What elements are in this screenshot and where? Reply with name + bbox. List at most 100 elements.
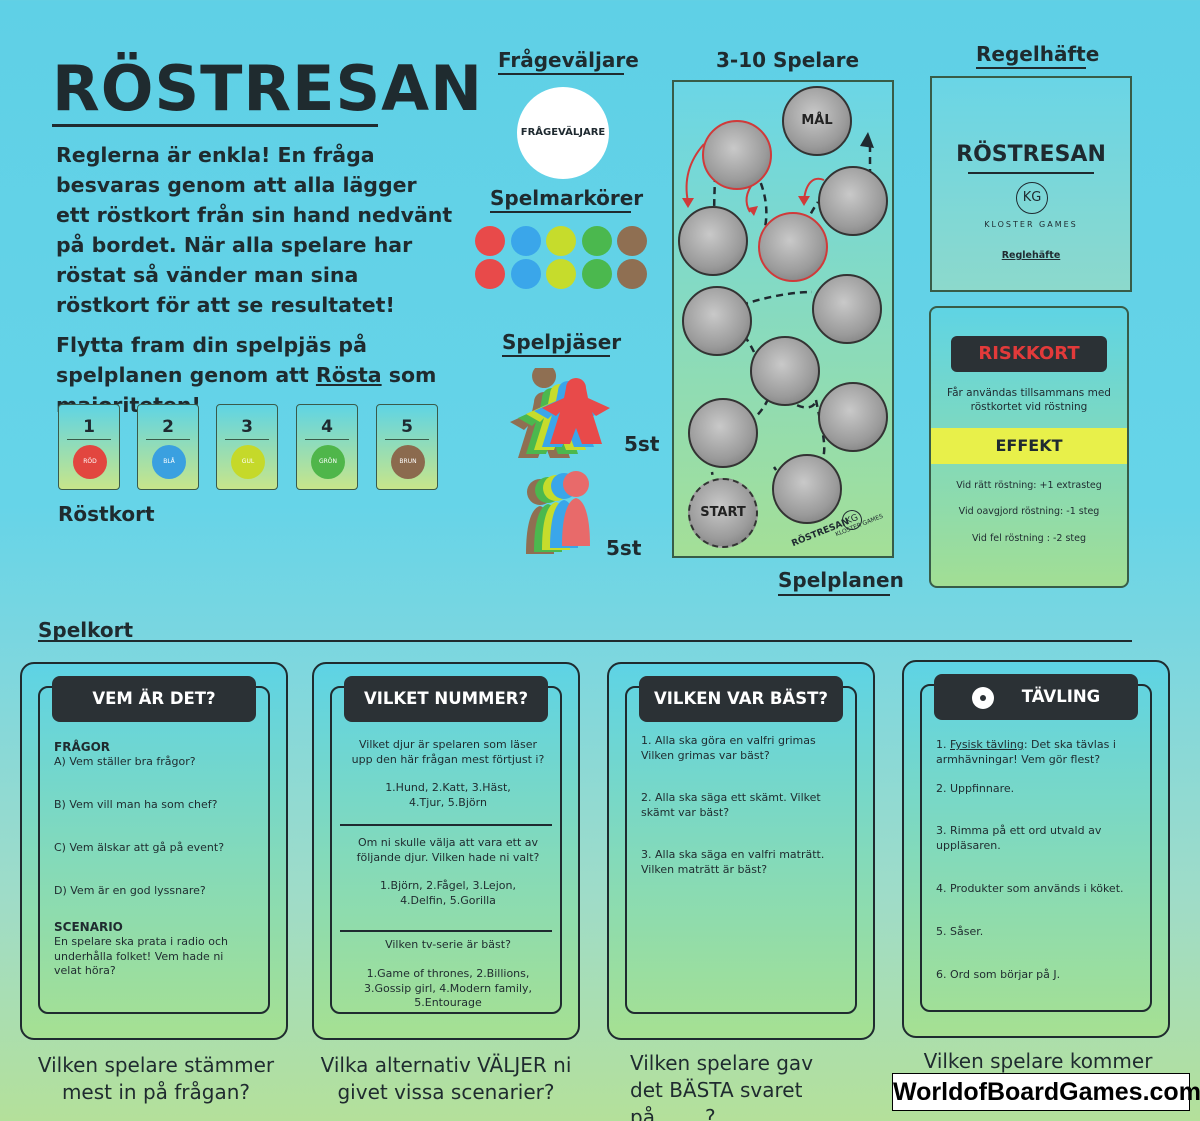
card-tab: TÄVLING <box>934 674 1138 720</box>
card-tab-label: TÄVLING <box>1021 687 1101 706</box>
risk-line: Vid fel röstning : -2 steg <box>971 533 1086 544</box>
marker-blue <box>511 259 541 289</box>
vote-card-dot: RÖD <box>73 445 107 479</box>
card-question: D) Vem är en god lyssnare? <box>54 884 206 897</box>
rulebook-subtitle: Reglehäfte <box>1001 250 1061 261</box>
vote-card-2: 2 BLÅ <box>137 404 199 490</box>
publisher-logo-icon: KG <box>1016 182 1048 214</box>
marker-brown <box>617 259 647 289</box>
board-space <box>682 286 752 356</box>
vote-card-3: 3 GUL <box>216 404 278 490</box>
pawn-count: 5st <box>606 536 642 560</box>
site-watermark: WorldofBoardGames.com <box>892 1073 1200 1111</box>
question-selector-token: FRÅGEVÄLJARE <box>517 87 609 179</box>
card-options: 1.Hund, 2.Katt, 3.Häst, 4.Tjur, 5.Björn <box>385 781 511 809</box>
board-space <box>688 398 758 468</box>
card-caption: Vilka alternativ VÄLJER ni givet vissa s… <box>320 1053 572 1104</box>
card-question: 1. Alla ska göra en valfri grimas Vilken… <box>641 734 816 762</box>
vote-card-number: 5 <box>401 417 413 437</box>
vote-card-dot: BLÅ <box>152 445 186 479</box>
timer-icon <box>971 686 994 709</box>
card-question: C) Vem älskar att gå på event? <box>54 841 225 854</box>
vote-card-number: 1 <box>83 417 95 437</box>
vote-card-1: 1 RÖD <box>58 404 120 490</box>
board-space <box>772 454 842 524</box>
vote-card-4: 4 GRÖN <box>296 404 358 490</box>
card-tab: VILKET NUMMER? <box>344 676 548 722</box>
board-space <box>758 212 828 282</box>
game-title: RÖSTRESAN <box>52 52 484 125</box>
players-heading: 3-10 Spelare <box>716 48 860 72</box>
card-question: 4. Produkter som används i köket. <box>936 882 1124 895</box>
marker-yellow <box>546 226 576 256</box>
card-section: SCENARIO <box>54 920 123 934</box>
vote-card-dot: GUL <box>231 445 265 479</box>
card-section: FRÅGOR <box>54 740 111 754</box>
board-space <box>702 120 772 190</box>
rulebook: RÖSTRESAN KG KLOSTER GAMES Reglehäfte <box>930 76 1132 292</box>
card-caption: Vilken spelare gav det BÄSTA svaret på__… <box>630 1051 814 1121</box>
board-space <box>750 336 820 406</box>
vote-card-number: 4 <box>321 417 333 437</box>
marker-yellow <box>546 259 576 289</box>
card-question: 3. Rimma på ett ord utvald av uppläsaren… <box>936 824 1102 852</box>
board-space <box>818 382 888 452</box>
spelpjaser-heading: Spelpjäser <box>502 330 622 354</box>
board-space-start: START <box>688 478 758 548</box>
marker-green <box>582 226 612 256</box>
spelmarkorer-heading: Spelmarkörer <box>490 186 644 210</box>
intro-text: Reglerna är enkla! En fråga besvaras gen… <box>56 143 453 317</box>
vote-card-dot: BRUN <box>391 445 425 479</box>
card-question: Om ni skulle välja att vara ett av följa… <box>356 836 540 864</box>
card-options: 1.Game of thrones, 2.Billions, 3.Gossip … <box>363 967 533 1009</box>
title-underline <box>52 124 378 127</box>
game-card-nummer: VILKET NUMMER? Vilket djur är spelaren s… <box>312 662 580 1040</box>
marker-red <box>475 226 505 256</box>
risk-card-desc: Får användas tillsammans med röstkortet … <box>947 387 1111 413</box>
card-question: 2. Uppfinnare. <box>936 782 1015 795</box>
card-question: 3. Alla ska säga en valfri maträtt. Vilk… <box>641 848 825 876</box>
card-question: Vilket djur är spelaren som läser upp de… <box>351 738 545 766</box>
pawn-pieces-icon <box>526 471 590 554</box>
marker-brown <box>617 226 647 256</box>
rulebook-publisher: KLOSTER GAMES <box>984 220 1078 229</box>
game-card-bast: VILKEN VAR BÄST? 1. Alla ska göra en val… <box>607 662 875 1040</box>
game-card-tavling: TÄVLING 1. Fysisk tävling: Det ska tävla… <box>902 660 1170 1038</box>
marker-blue <box>511 226 541 256</box>
board-space <box>678 206 748 276</box>
rulebook-title: RÖSTRESAN <box>956 142 1106 167</box>
card-question: 6. Ord som börjar på J. <box>936 968 1061 981</box>
card-question: Vilken tv-serie är bäst? <box>385 938 511 951</box>
card-tab: VILKEN VAR BÄST? <box>639 676 843 722</box>
spelkort-heading: Spelkort <box>38 618 134 642</box>
card-caption: Vilken spelare kommer <box>923 1049 1153 1073</box>
marker-green <box>582 259 612 289</box>
vote-cards-label: Röstkort <box>58 502 155 526</box>
vote-card-number: 3 <box>241 417 253 437</box>
vote-card-number: 2 <box>162 417 174 437</box>
card-question: A) Vem ställer bra frågor? <box>54 755 196 768</box>
card-question: 1. Fysisk tävling: Det ska tävlas i armh… <box>936 738 1116 766</box>
card-question: 5. Såser. <box>936 925 984 938</box>
board-space <box>818 166 888 236</box>
meeple-count: 5st <box>624 432 660 456</box>
risk-card: RISKKORT Får användas tillsammans med rö… <box>929 306 1129 588</box>
vote-card-dot: GRÖN <box>311 445 345 479</box>
risk-card-effect: EFFEKT <box>931 428 1127 464</box>
meeple-pieces-icon <box>510 368 610 458</box>
card-question: En spelare ska prata i radio och underhå… <box>54 935 229 977</box>
card-caption: Vilken spelare stämmer mest in på frågan… <box>37 1053 275 1104</box>
risk-card-title: RISKKORT <box>951 336 1107 372</box>
card-question: B) Vem vill man ha som chef? <box>54 798 218 811</box>
board-caption: Spelplanen <box>778 568 904 592</box>
board-space-goal: MÅL <box>782 86 852 156</box>
vote-card-5: 5 BRUN <box>376 404 438 490</box>
card-question: 2. Alla ska säga ett skämt. Vilket skämt… <box>641 791 821 819</box>
game-board: MÅL START RÖSTRESAN KG KLOSTER GAMES <box>672 80 894 558</box>
card-options: 1.Björn, 2.Fågel, 3.Lejon, 4.Delfin, 5.G… <box>380 879 516 907</box>
risk-line: Vid rätt röstning: +1 extrasteg <box>956 480 1102 491</box>
board-space <box>812 274 882 344</box>
fragevaljare-heading: Frågeväljare <box>498 48 639 72</box>
marker-red <box>475 259 505 289</box>
card-tab: VEM ÄR DET? <box>52 676 256 722</box>
